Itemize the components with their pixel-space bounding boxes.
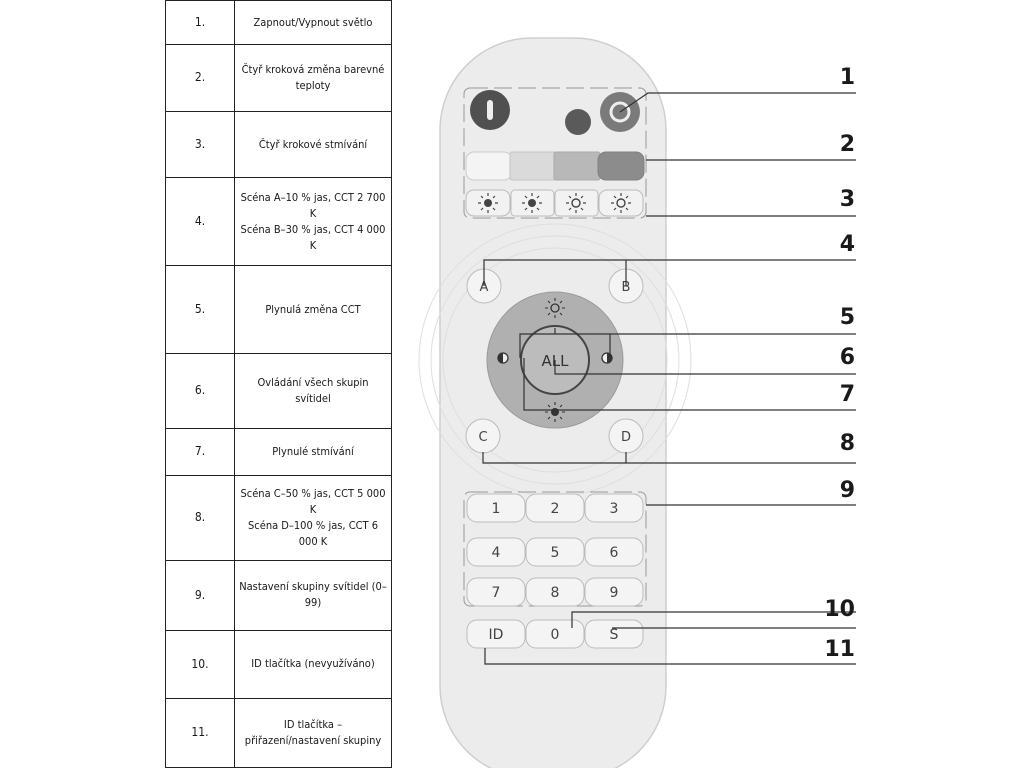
key-9-button[interactable]	[584, 577, 644, 607]
key-id-button[interactable]	[466, 619, 526, 649]
callout-lines	[482, 92, 856, 665]
legend-row: 3.Čtyř krokové stmívání	[165, 111, 392, 179]
dial-down-sun-icon	[545, 402, 565, 422]
scene-d-label: D	[621, 430, 631, 445]
callout-number: 1	[840, 65, 855, 90]
legend-number: 10.	[165, 629, 235, 699]
key-5-button[interactable]	[525, 537, 585, 567]
legend-row: 7.Plynulé stmívání	[165, 427, 392, 476]
legend-row: 11.ID tlačítka – přiřazení/nastavení sku…	[165, 697, 392, 768]
scene-b-label: B	[622, 280, 631, 295]
callout-numbers: 1 2 3 4 5 6 7 8 9 10 11	[824, 65, 855, 662]
key-3-button[interactable]	[584, 493, 644, 523]
legend-text: Čtyř kroková změna barevné teploty	[234, 44, 392, 113]
callout-number: 8	[840, 431, 855, 456]
key-0-button[interactable]	[525, 619, 585, 649]
legend-number: 5.	[165, 265, 235, 355]
key-s-button[interactable]	[584, 619, 644, 649]
legend-text: Ovládání všech skupin svítidel	[234, 353, 392, 429]
key-1-label: 1	[492, 501, 501, 517]
key-7-label: 7	[492, 585, 501, 601]
callout-number: 3	[840, 187, 855, 212]
key-1-button[interactable]	[466, 493, 526, 523]
key-6-label: 6	[610, 545, 619, 561]
callout-number: 2	[840, 132, 855, 157]
off-icon	[609, 101, 631, 123]
legend-text: ID tlačítka – přiřazení/nastavení skupin…	[234, 697, 392, 768]
legend-row: 2.Čtyř kroková změna barevné teploty	[165, 44, 392, 113]
key-id-label: ID	[489, 627, 504, 643]
keypad: 1 2 3 4 5 6 7 8 9ID 0 S	[466, 493, 644, 649]
legend-row: 9.Nastavení skupiny svítidel (0–99)	[165, 559, 392, 631]
legend-row: 10.ID tlačítka (nevyužíváno)	[165, 629, 392, 699]
dim-buttons	[465, 189, 644, 217]
legend-number: 1.	[165, 0, 235, 46]
key-8-label: 8	[551, 585, 560, 601]
callout-number: 7	[840, 382, 855, 407]
key-5-label: 5	[551, 545, 560, 561]
key-6-button[interactable]	[584, 537, 644, 567]
legend-row: 8.Scéna C–50 % jas, CCT 5 000 K Scéna D–…	[165, 474, 392, 561]
ct-swatch-3[interactable]	[553, 151, 601, 181]
scene-a-label: A	[480, 280, 489, 295]
legend-number: 7.	[165, 427, 235, 476]
callout-number: 4	[840, 232, 855, 257]
dial-left-cct-icon	[497, 352, 509, 364]
scene-c-label: C	[478, 430, 487, 445]
dim-sun-icons	[484, 198, 626, 208]
dial-up-sun-icon	[545, 298, 565, 318]
dial-right-cct-icon	[601, 352, 613, 364]
key-s-label: S	[610, 627, 619, 643]
key-4-button[interactable]	[466, 537, 526, 567]
legend-text: Plynulé stmívání	[234, 427, 392, 476]
callout-number: 10	[824, 597, 855, 622]
key-4-label: 4	[492, 545, 501, 561]
legend-text: Scéna C–50 % jas, CCT 5 000 K Scéna D–10…	[234, 474, 392, 561]
key-0-label: 0	[551, 627, 560, 643]
callout-number: 5	[840, 305, 855, 330]
callout-number: 9	[840, 478, 855, 503]
dim-button-4[interactable]	[598, 189, 644, 217]
key-3-label: 3	[610, 501, 619, 517]
key-7-button[interactable]	[466, 577, 526, 607]
legend-text: Nastavení skupiny svítidel (0–99)	[234, 559, 392, 631]
legend-text: Čtyř krokové stmívání	[234, 111, 392, 179]
key-2-button[interactable]	[525, 493, 585, 523]
ct-swatch-1[interactable]	[465, 151, 513, 181]
indicator-dot	[565, 109, 591, 135]
callout-number: 6	[840, 345, 855, 370]
legend-number: 6.	[165, 353, 235, 429]
on-icon	[487, 100, 493, 120]
legend-number: 8.	[165, 474, 235, 561]
key-8-button[interactable]	[525, 577, 585, 607]
dim-button-3[interactable]	[554, 189, 599, 217]
ct-swatch-2[interactable]	[509, 151, 557, 181]
legend-row: 6.Ovládání všech skupin svítidel	[165, 353, 392, 429]
key-2-label: 2	[551, 501, 560, 517]
key-9-label: 9	[610, 585, 619, 601]
legend-number: 11.	[165, 697, 235, 768]
legend-row: 4.Scéna A–10 % jas, CCT 2 700 K Scéna B–…	[165, 177, 392, 267]
legend-text: ID tlačítka (nevyužíváno)	[234, 629, 392, 699]
dim-sun-rays	[478, 193, 631, 213]
callout-number: 11	[824, 637, 855, 662]
legend-number: 4.	[165, 177, 235, 267]
ct-swatch-4[interactable]	[597, 151, 645, 181]
legend-text: Scéna A–10 % jas, CCT 2 700 K Scéna B–30…	[234, 177, 392, 267]
